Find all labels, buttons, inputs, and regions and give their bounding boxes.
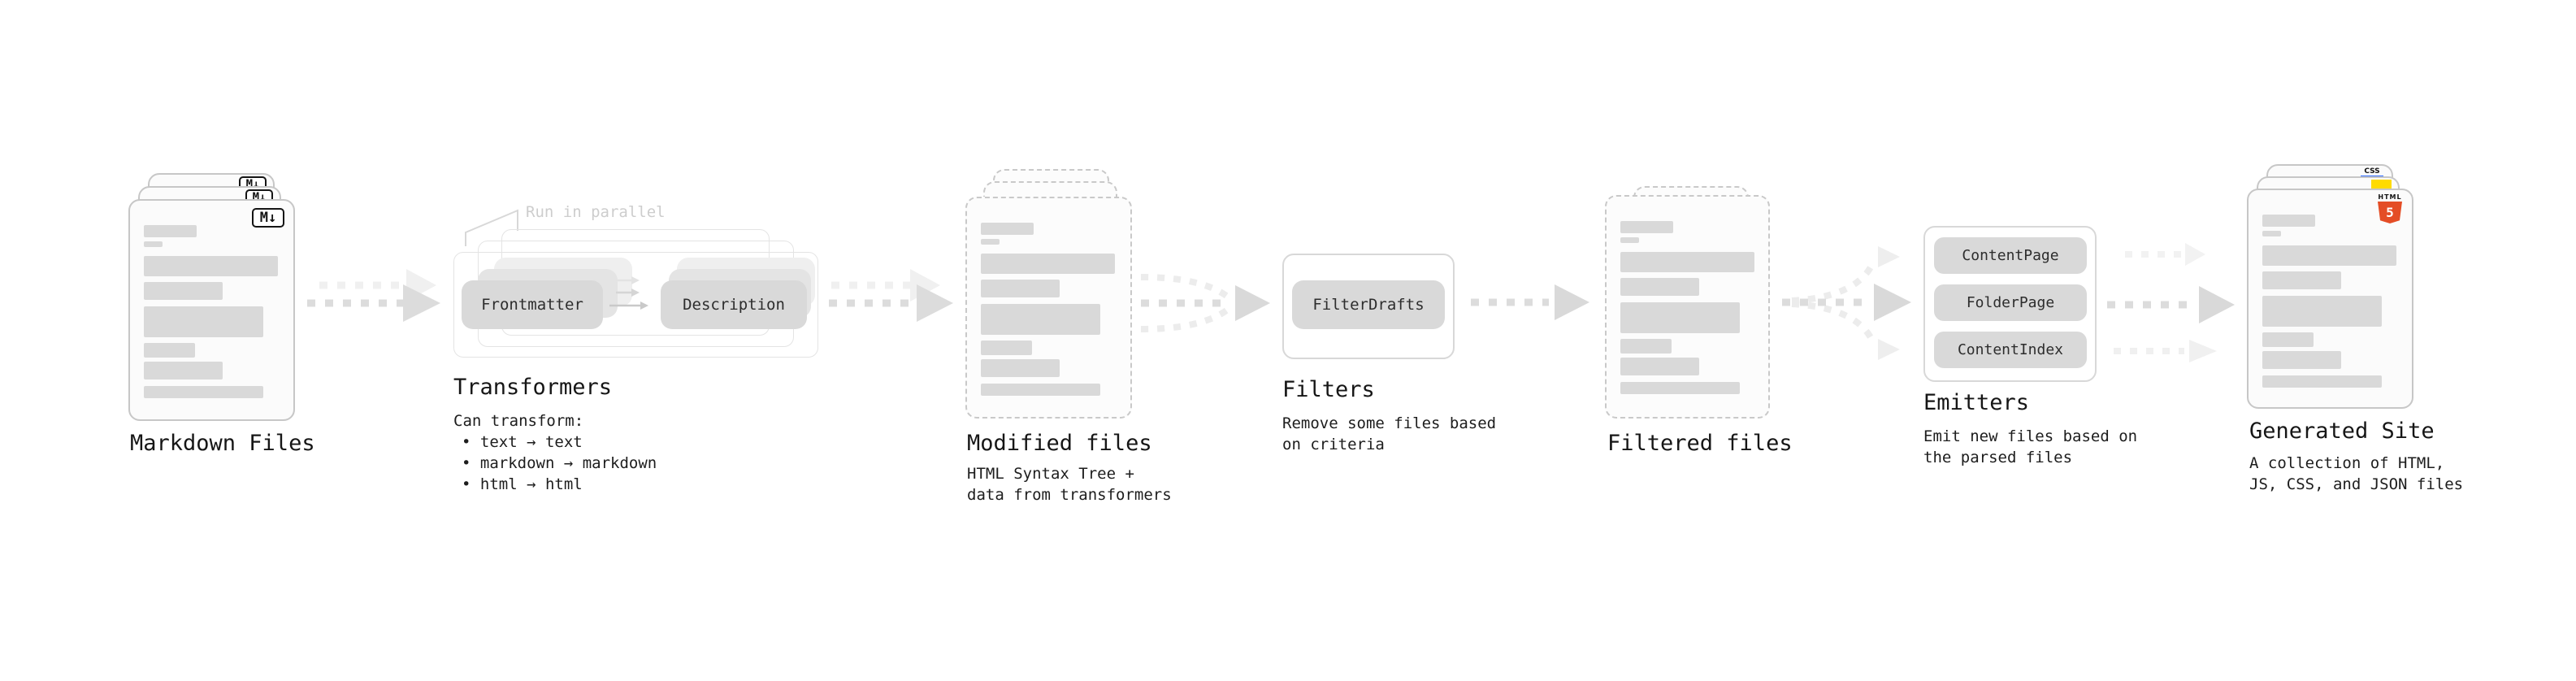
file-content-bars xyxy=(1607,197,1768,417)
markdown-file-card-front: M↓ xyxy=(128,199,295,421)
modified-files-description: HTML Syntax Tree + data from transformer… xyxy=(967,465,1172,504)
contentpage-pill: ContentPage xyxy=(1934,237,2087,274)
can-transform-title: Can transform: xyxy=(453,412,584,430)
description-pill: Description xyxy=(661,280,807,329)
modified-file-card-front xyxy=(965,197,1132,419)
filters-description: Remove some files based on criteria xyxy=(1282,414,1497,453)
generated-site-description: A collection of HTML, JS, CSS, and JSON … xyxy=(2249,454,2464,493)
transformers-description: Can transform: • text → text • markdown … xyxy=(453,410,657,495)
filters-label: Filters xyxy=(1282,377,1375,402)
filterdrafts-pill: FilterDrafts xyxy=(1292,280,1445,329)
transformer-container-front xyxy=(453,252,818,358)
transform-bullet: • html → html xyxy=(462,475,583,493)
filtered-files-label: Filtered files xyxy=(1607,431,1793,456)
parallel-callout-line xyxy=(465,209,518,246)
arrow-transformers-to-modified xyxy=(829,269,953,322)
file-content-bars xyxy=(130,201,293,419)
arrow-emitters-to-generated xyxy=(2107,243,2235,362)
markdown-files-label: Markdown Files xyxy=(130,431,315,456)
transformers-label: Transformers xyxy=(453,375,613,400)
transform-bullet: • markdown → markdown xyxy=(462,454,657,472)
file-content-bars xyxy=(967,198,1130,417)
html5-icon: HTML 5 xyxy=(2376,193,2404,223)
file-content-bars xyxy=(2249,190,2412,407)
js-icon xyxy=(2371,180,2392,191)
frontmatter-pill: Frontmatter xyxy=(462,280,603,329)
emitters-label: Emitters xyxy=(1923,390,2030,415)
modified-files-label: Modified files xyxy=(967,431,1152,456)
folderpage-pill: FolderPage xyxy=(1934,284,2087,321)
run-in-parallel-note: Run in parallel xyxy=(526,203,666,221)
arrow-filters-to-filtered xyxy=(1471,284,1589,320)
markdown-icon: M↓ xyxy=(252,208,284,228)
emitters-description: Emit new files based on the parsed files xyxy=(1923,427,2138,466)
contentindex-pill: ContentIndex xyxy=(1934,332,2087,368)
filtered-file-card-front xyxy=(1605,195,1770,419)
generated-file-card-front: HTML 5 xyxy=(2247,189,2413,409)
pill-to-pill-arrows xyxy=(609,276,648,310)
arrow-markdown-to-transformers xyxy=(307,269,440,322)
arrow-filtered-to-emitters xyxy=(1782,246,1911,360)
generated-site-label: Generated Site xyxy=(2249,419,2435,444)
transform-bullet: • text → text xyxy=(462,433,583,451)
arrow-modified-to-filters xyxy=(1140,274,1270,332)
